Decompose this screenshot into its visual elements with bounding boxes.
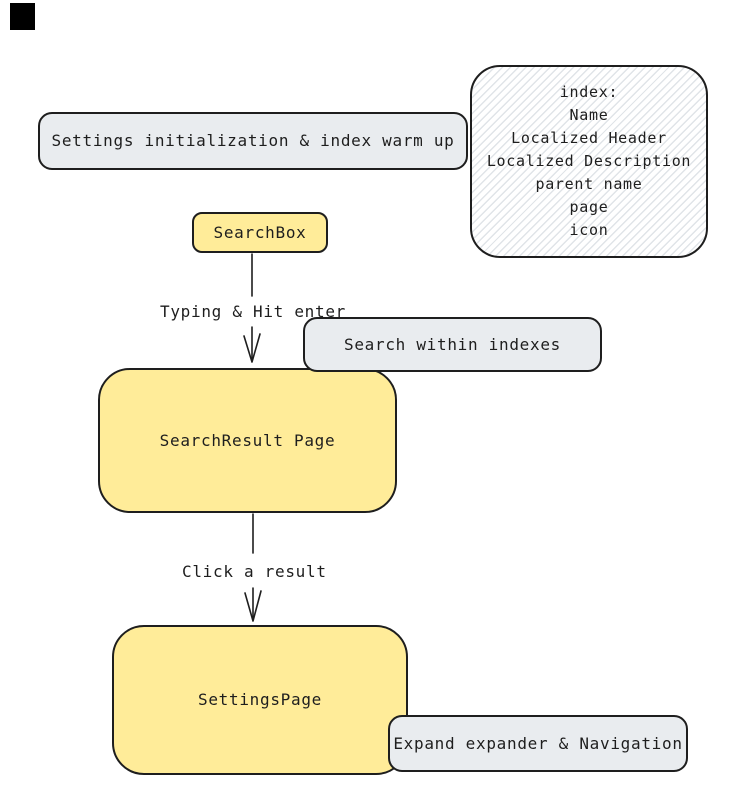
node-settings-initialization: Settings initialization & index warm up [38,112,468,170]
index-fields-line: Localized Header [511,129,667,147]
index-fields-line: parent name [535,175,643,193]
node-settings-page-label: SettingsPage [198,690,322,709]
black-rectangle-marker [10,3,35,30]
edge-label-click-a-result: Click a result [182,562,327,581]
index-fields-line: page [569,198,609,216]
node-searchbox: SearchBox [192,212,328,253]
node-settings-initialization-label: Settings initialization & index warm up [51,131,455,150]
node-expand-expander-navigation-label: Expand expander & Navigation [393,733,683,753]
edge-label-typing-hit-enter: Typing & Hit enter [160,302,346,321]
node-search-within-indexes: Search within indexes [303,317,602,372]
node-search-result-page-label: SearchResult Page [159,430,336,450]
node-searchbox-label: SearchBox [213,222,307,242]
index-fields-line: Name [569,106,609,124]
node-expand-expander-navigation: Expand expander & Navigation [388,715,688,772]
node-search-result-page: SearchResult Page [98,368,397,513]
node-search-within-indexes-label: Search within indexes [344,334,561,354]
index-fields-line: index: [559,83,619,101]
node-settings-page: SettingsPage [112,625,408,775]
index-fields-line: Localized Description [486,152,692,170]
node-index-fields: index: Name Localized Header Localized D… [470,65,708,258]
arrowhead-down-icon [243,333,261,363]
index-fields-line: icon [569,221,609,239]
arrowhead-down-icon [244,590,262,622]
